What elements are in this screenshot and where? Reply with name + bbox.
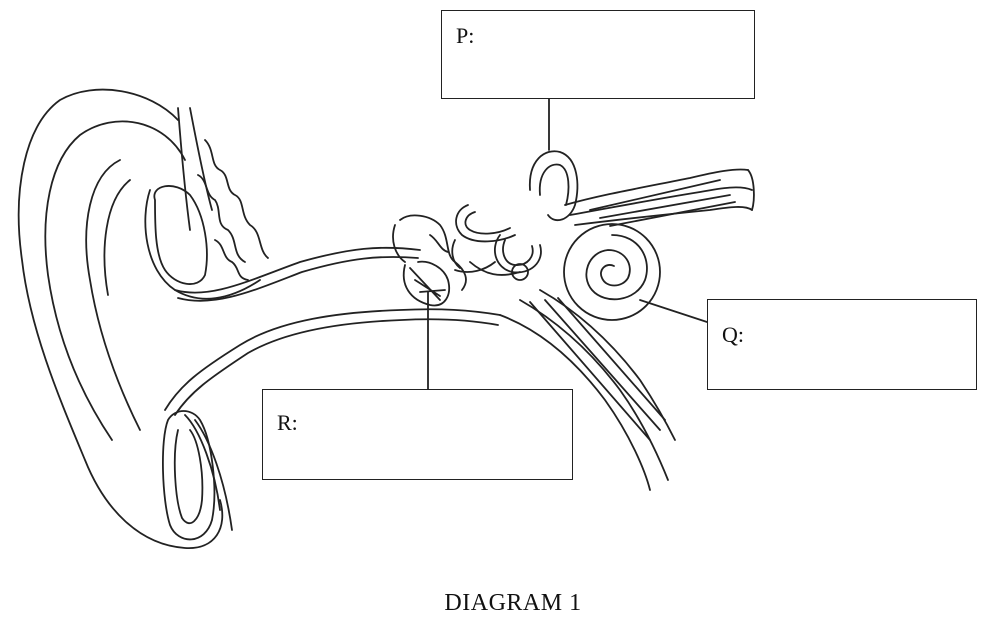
label-q: Q: (722, 322, 744, 348)
concha (154, 186, 207, 284)
lobule-inner (175, 430, 203, 523)
cochlea (564, 224, 660, 320)
label-p: P: (456, 23, 474, 49)
label-box-q[interactable]: Q: (707, 299, 977, 390)
label-box-r[interactable]: R: (262, 389, 573, 480)
label-box-p[interactable]: P: (441, 10, 755, 99)
diagram-caption: DIAGRAM 1 (0, 590, 986, 617)
semicircular-canal-back (495, 235, 541, 272)
semicircular-canal-top (530, 151, 578, 220)
label-r: R: (277, 410, 298, 436)
antihelix-inner (104, 180, 130, 295)
leader-line-q (640, 300, 707, 322)
lobule (163, 411, 214, 539)
ear-canal-upper (175, 248, 420, 293)
antihelix (86, 160, 140, 430)
pinna-outline (19, 90, 223, 549)
